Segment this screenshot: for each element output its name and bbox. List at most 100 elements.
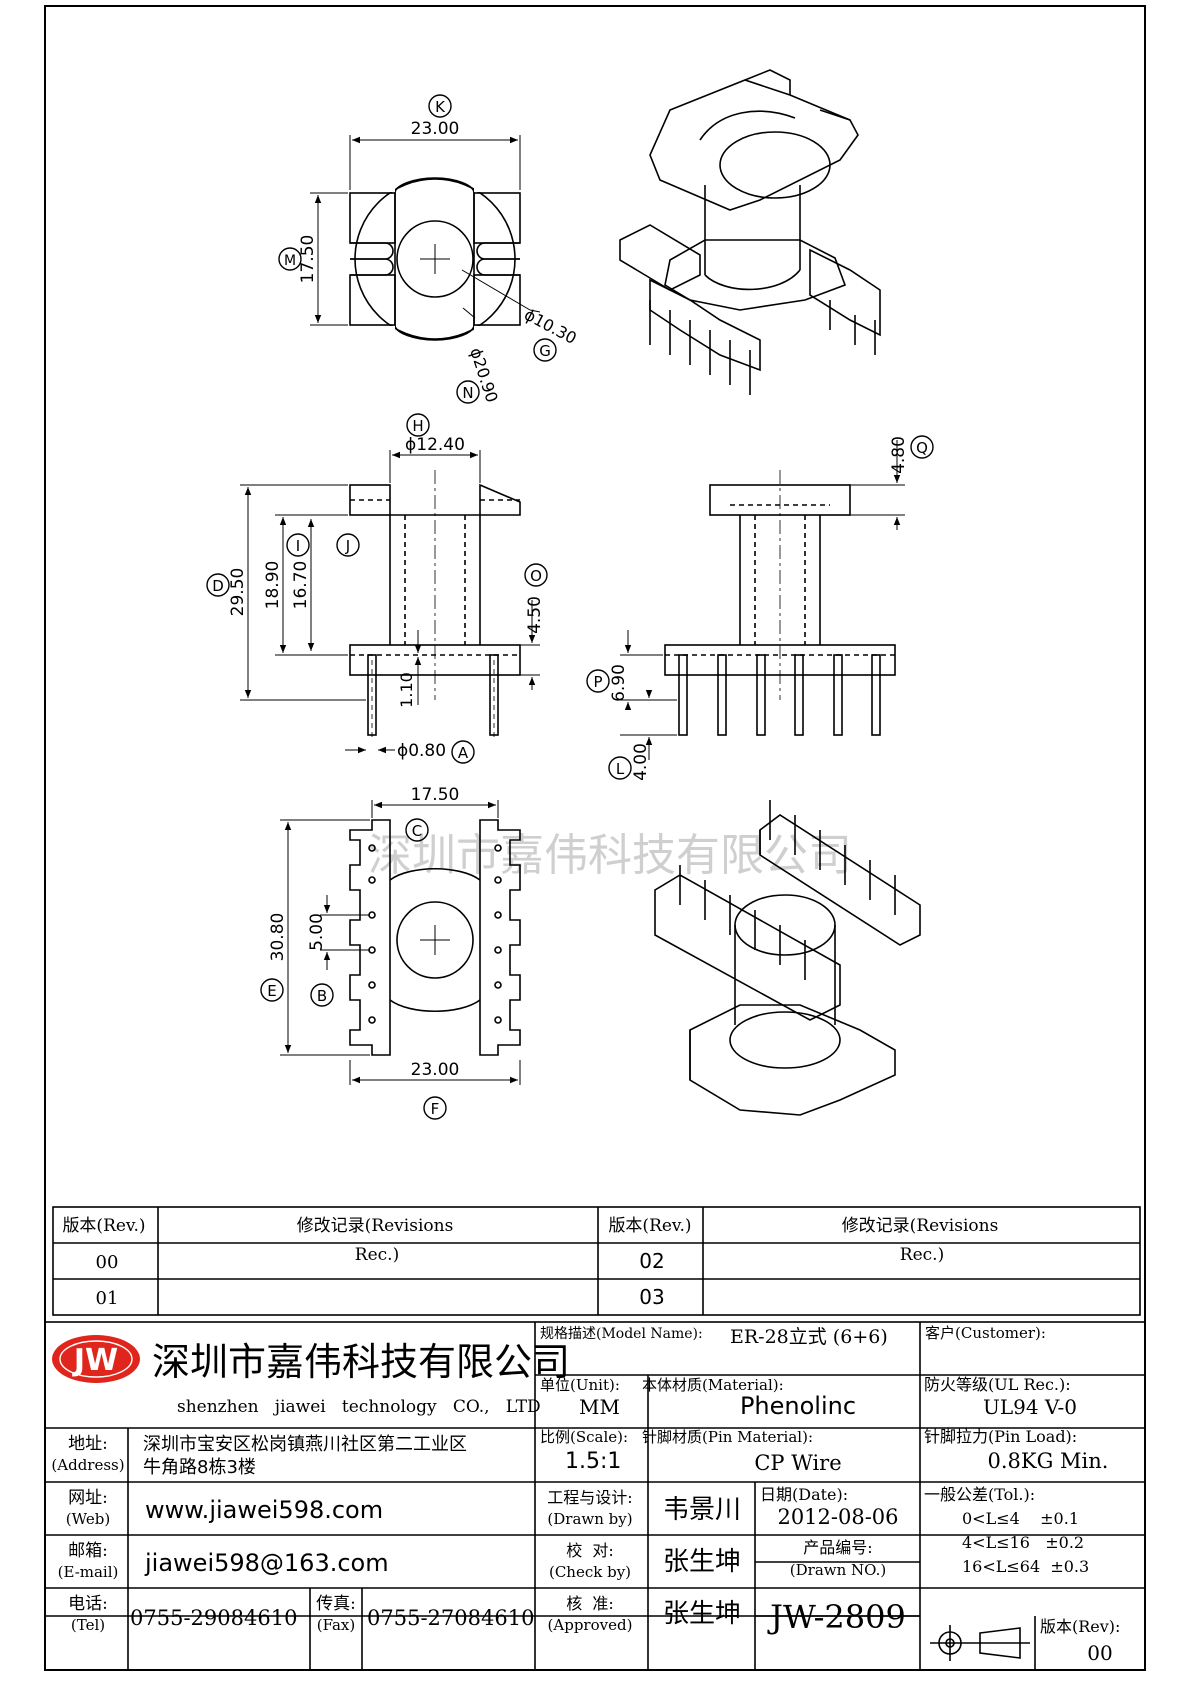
svg-text:JW: JW [72,1343,118,1378]
svg-text:I: I [296,537,300,555]
title-block-grid [44,1321,1146,1671]
pin-load-value: 0.8KG Min. [988,1449,1109,1473]
dim-total-height: 29.50 [228,568,248,617]
unit-label: 单位(Unit): [540,1376,620,1394]
svg-text:G: G [539,342,551,360]
revision-table [52,1206,1141,1316]
dim-flange: 4.50 [525,596,545,634]
company-name-en: shenzhen jiawei technology CO., LTD [177,1397,541,1417]
rev-row-1-rev: 01 [96,1288,119,1309]
front-view-dims [240,450,540,754]
pin-material-value: CP Wire [754,1451,841,1475]
svg-text:D: D [212,577,224,595]
tel-label: 电话: [68,1594,108,1614]
company-logo: JW [52,1335,140,1383]
product-no-label: 产品编号: [803,1538,872,1557]
svg-text:N: N [462,384,473,402]
dim-pin-dia: ϕ0.80 [397,741,446,761]
balloon-m: M [278,247,302,271]
check-by: 张生坤 [663,1547,741,1577]
dim-top-height: 17.50 [298,235,318,284]
tel-label-en: (Tel) [71,1616,105,1634]
top-view-dims [310,135,541,326]
bottom-view [349,819,521,1056]
balloon-a: A [451,740,475,764]
material-label: 本体材质(Material): [642,1376,784,1394]
balloon-o: O [524,563,548,587]
fax-number: 0755-27084610 [367,1606,534,1630]
balloon-d: D [206,573,230,597]
drawn-label: 工程与设计: [547,1488,632,1507]
balloon-h: H [406,413,430,437]
date-value: 2012-08-06 [777,1505,898,1529]
rev-row-0-rev: 00 [96,1252,119,1273]
svg-text:E: E [267,982,276,1000]
projection-symbol-icon [930,1625,1030,1661]
web-url[interactable]: www.jiawei598.com [145,1496,383,1524]
product-no-label-en: (Drawn NO.) [790,1561,886,1579]
balloon-j: J [336,533,360,557]
drawing-number: JW-2809 [767,1598,906,1636]
dim-body-height: 18.90 [263,561,283,610]
balloon-p: P [586,669,610,693]
drawn-label-en: (Drawn by) [547,1510,632,1528]
balloon-q: Q [910,435,934,459]
company-name-cn: 深圳市嘉伟科技有限公司 [152,1340,570,1384]
rev-header-1: 版本(Rev.) [62,1216,145,1236]
isometric-view-top [619,69,881,395]
side-view [664,470,896,736]
svg-text:M: M [284,253,296,269]
svg-text:K: K [435,98,446,116]
pin-load-label: 针脚拉力(Pin Load): [924,1427,1077,1446]
model-label: 规格描述(Model Name): [540,1326,703,1342]
tolerance-label: 一般公差(Tol.): [924,1485,1035,1504]
balloon-i: I [286,533,310,557]
email-address[interactable]: jiawei598@163.com [144,1549,389,1577]
material-value: Phenolinc [740,1392,856,1420]
balloon-f: F [423,1096,447,1120]
address-line2: 牛角路8栋3楼 [143,1457,256,1478]
svg-text:A: A [458,744,469,762]
svg-text:J: J [345,537,350,555]
unit-value: MM [579,1395,620,1419]
dim-bottom-width: 23.00 [411,1060,460,1080]
fax-label: 传真: [316,1594,356,1614]
tolerance-line-3: 16<L≤64 ±0.3 [962,1557,1089,1576]
balloon-k: K [428,94,452,118]
email-label: 邮箱: [68,1541,108,1561]
address-label: 地址: [68,1434,108,1454]
svg-text:H: H [412,417,423,435]
balloon-e: E [260,978,284,1002]
svg-text:B: B [317,987,327,1005]
svg-text:O: O [530,567,542,585]
dim-top-width: 23.00 [411,119,460,139]
dim-pin-offset: 1.10 [397,672,416,708]
approve-by: 张生坤 [663,1599,741,1629]
watermark: 深圳市嘉伟科技有限公司 [368,830,852,881]
dim-bottom-pitch: 5.00 [307,913,327,951]
rev-row-0-record2: Rec.) [900,1245,944,1265]
approve-label: 核 准: [566,1594,614,1613]
address-label-en: (Address) [51,1456,124,1474]
drawn-by: 韦景川 [663,1495,741,1525]
dim-bottom-height: 30.80 [268,913,288,962]
balloon-b: B [310,983,334,1007]
rev-record-header-1: 修改记录(Revisions [297,1216,454,1236]
check-label: 校 对: [566,1541,614,1560]
ul-value: UL94 V-0 [983,1395,1077,1419]
check-label-en: (Check by) [549,1563,631,1581]
rev-row-0-rev2: 02 [639,1249,664,1273]
dim-side-top-flange: 4.80 [889,436,909,474]
rev-header-2: 版本(Rev.) [608,1216,691,1236]
pin-material-label: 针脚材质(Pin Material): [642,1428,813,1446]
dim-side-pin-length: 4.00 [631,743,651,781]
tel-number: 0755-29084610 [130,1606,297,1630]
rev-row-1-rev2: 03 [639,1285,664,1309]
dim-side-base: 6.90 [609,664,629,702]
customer-label: 客户(Customer): [925,1324,1046,1342]
isometric-view-bottom [654,800,921,1116]
email-label-en: (E-mail) [58,1563,119,1581]
address-line1: 深圳市宝安区松岗镇燕川社区第二工业区 [143,1434,467,1455]
web-label-en: (Web) [66,1510,110,1528]
